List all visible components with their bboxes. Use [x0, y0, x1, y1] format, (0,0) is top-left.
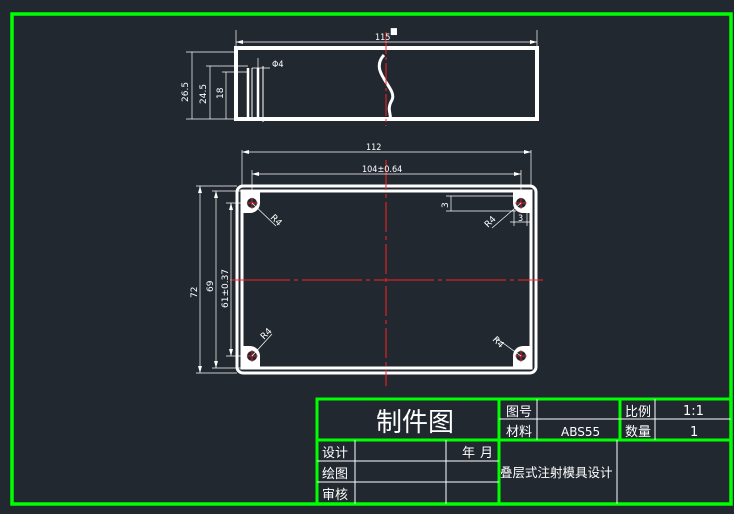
quantity-value: 1: [690, 425, 698, 440]
dim-diameter-4: Φ4: [272, 60, 284, 70]
radius-label-bottom-right: R4: [490, 335, 506, 351]
dim-offset-3-horizontal: 3: [518, 214, 523, 224]
drawing-no-label: 图号: [506, 405, 532, 420]
year-label: 年: [462, 446, 475, 461]
dim-width-115: 115: [375, 33, 390, 43]
corner-boss-top-left: [242, 191, 260, 213]
radius-leader: [495, 337, 522, 357]
title-block-frame: [315, 397, 733, 506]
dim-height-18: 18: [216, 87, 226, 99]
sheet-border: [10, 12, 733, 506]
dim-height-24-5: 24.5: [199, 84, 209, 104]
title-text: 制件图: [376, 408, 454, 438]
project-name: 叠层式注射模具设计: [500, 465, 613, 480]
month-label: 月: [480, 446, 493, 461]
dim-tol-mark: ■: [390, 27, 398, 37]
dim-offset-3-vertical: 3: [441, 202, 451, 208]
dim-height-72: 72: [190, 287, 200, 298]
dim-hole-pitch-104: 104±0.64: [362, 165, 402, 175]
corner-boss-bottom-right: [513, 346, 531, 368]
top-view[interactable]: 115 ■ Φ4 26.5 24.5 18: [181, 27, 539, 126]
radius-label-top-left: R4: [268, 213, 284, 229]
dim-hole-pitch-61: 61±0.37: [221, 269, 231, 308]
title-block-thin-lines: [317, 399, 731, 504]
radius-label-bottom-left: R4: [259, 326, 275, 342]
draw-label: 绘图: [322, 467, 348, 482]
radius-leader: [251, 333, 273, 357]
radius-label-top-right: R4: [483, 214, 499, 230]
radius-leader: [491, 202, 522, 229]
material-value: ABS55: [561, 425, 600, 439]
front-view[interactable]: 112 104±0.64 72 69 61±0.37 R4 R4 R4 R4: [190, 143, 543, 386]
break-line: [377, 53, 395, 121]
radius-leader: [251, 202, 277, 227]
material-label: 材料: [506, 425, 532, 440]
corner-boss-bottom-left: [242, 346, 260, 368]
dim-height-69: 69: [206, 280, 216, 292]
scale-value: 1:1: [683, 404, 704, 419]
corner-boss-top-right: [513, 191, 531, 213]
review-label: 审核: [322, 488, 348, 503]
title-block[interactable]: 制件图 图号 材料 ABS55 比例 1:1 数量 1 设计 绘图 审核 年 月…: [315, 397, 733, 506]
scale-label: 比例: [625, 405, 651, 420]
dim-height-26-5: 26.5: [181, 82, 191, 102]
quantity-label: 数量: [625, 425, 651, 440]
design-label: 设计: [322, 446, 348, 461]
dim-width-112: 112: [366, 143, 381, 153]
